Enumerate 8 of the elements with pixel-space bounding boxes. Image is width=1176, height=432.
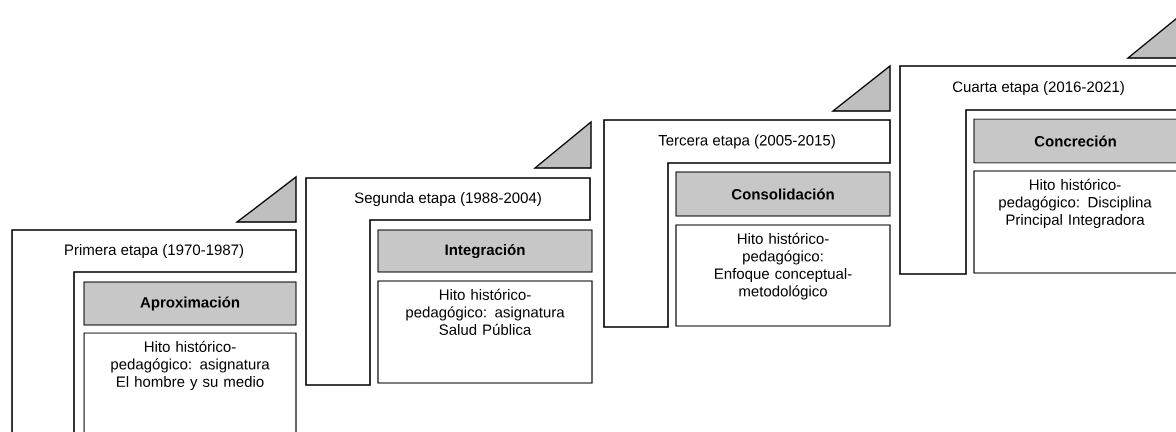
milestone-box: Hito histórico-pedagógico: Enfoque conceptual-metodológico bbox=[675, 224, 891, 327]
milestone-box: Hito histórico-pedagógico: asignatura El hombre y su medio bbox=[83, 332, 297, 432]
stage-name-box: Integración bbox=[377, 229, 593, 273]
milestone-box: Hito histórico-pedagógico: Disciplina Principal Integradora bbox=[973, 170, 1176, 274]
stage-name-box: Concreción bbox=[973, 118, 1176, 164]
stage-name-box: Aproximación bbox=[83, 281, 297, 326]
milestone-box: Hito histórico-pedagógico: asignatura Salud Pública bbox=[377, 280, 593, 384]
stage-name-box: Consolidación bbox=[675, 171, 891, 217]
